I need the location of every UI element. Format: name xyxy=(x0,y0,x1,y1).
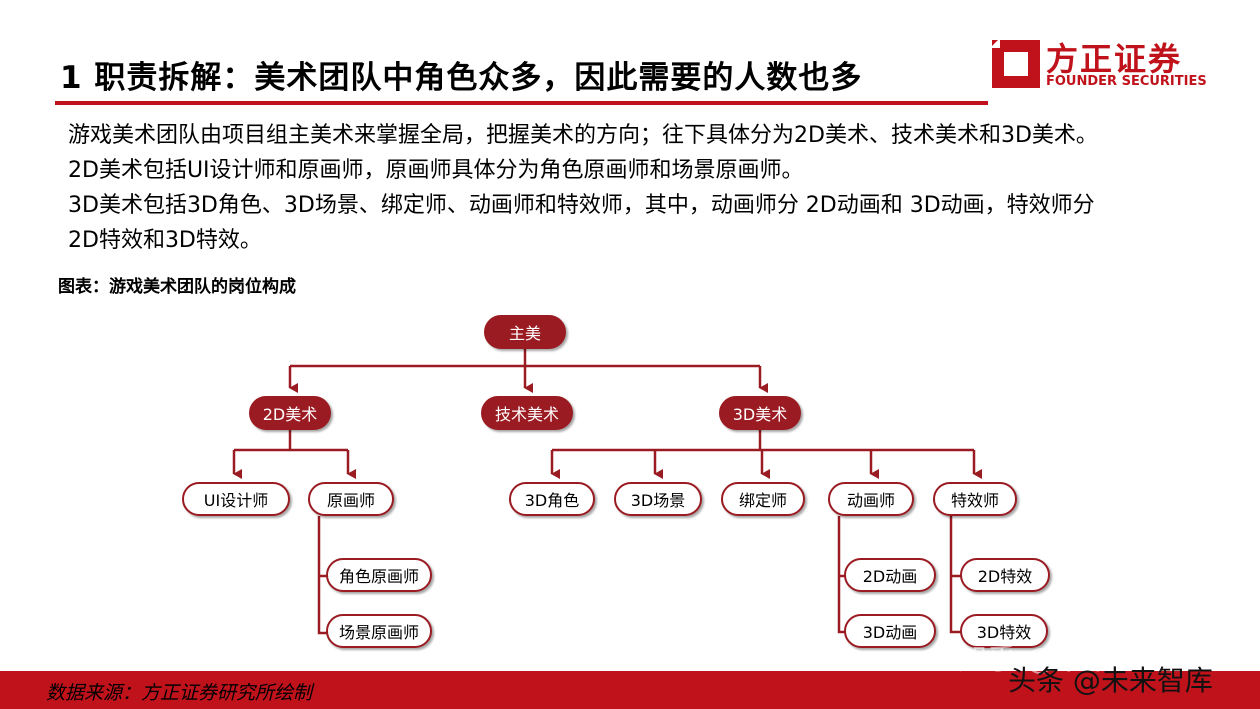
node-3d-scene: 3D场景 xyxy=(614,482,702,516)
node-vfx-artist: 特效师 xyxy=(933,482,1017,516)
logo-text-cn: 方正证券 xyxy=(1046,40,1183,78)
node-character-concept: 角色原画师 xyxy=(326,558,432,592)
footer-bar xyxy=(0,671,1260,709)
body-paragraph: 游戏美术团队由项目组主美术来掌握全局，把握美术的方向；往下具体分为2D美术、技术… xyxy=(68,118,1228,258)
node-rigger: 绑定师 xyxy=(721,482,805,516)
body-line: 2D美术包括UI设计师和原画师，原画师具体分为角色原画师和场景原画师。 xyxy=(68,158,804,183)
page-title: 1 职责拆解：美术团队中角色众多，因此需要的人数也多 xyxy=(60,60,863,96)
node-2d-vfx: 2D特效 xyxy=(960,558,1050,592)
logo-text-en: FOUNDER SECURITIES xyxy=(1046,74,1207,89)
node-concept-artist: 原画师 xyxy=(308,482,394,516)
body-line: 3D美术包括3D角色、3D场景、绑定师、动画师和特效师，其中，动画师分 2D动画… xyxy=(68,193,1095,218)
watermark-toutiao: 头条 @未来智库 xyxy=(1008,664,1213,697)
node-tech-art: 技术美术 xyxy=(481,396,573,430)
figure-caption: 图表：游戏美术团队的岗位构成 xyxy=(58,277,296,297)
title-underline xyxy=(55,101,988,105)
node-3d-art: 3D美术 xyxy=(719,396,801,430)
node-scene-concept: 场景原画师 xyxy=(326,614,432,648)
node-lead-artist: 主美 xyxy=(484,315,566,349)
node-2d-art: 2D美术 xyxy=(249,396,331,430)
body-line: 游戏美术团队由项目组主美术来掌握全局，把握美术的方向；往下具体分为2D美术、技术… xyxy=(68,123,1098,148)
node-3d-character: 3D角色 xyxy=(509,482,595,516)
watermark-zhihu: 知乎 @未来智库 xyxy=(958,642,1171,676)
node-2d-animation: 2D动画 xyxy=(844,558,936,592)
node-animator: 动画师 xyxy=(828,482,914,516)
node-3d-vfx: 3D特效 xyxy=(960,614,1048,648)
founder-logo-icon xyxy=(992,40,1040,88)
node-3d-animation: 3D动画 xyxy=(844,614,936,648)
node-ui-designer: UI设计师 xyxy=(182,482,290,516)
data-source: 数据来源：方正证券研究所绘制 xyxy=(46,682,313,704)
body-line: 2D特效和3D特效。 xyxy=(68,228,262,253)
company-logo: 方正证券 FOUNDER SECURITIES xyxy=(990,34,1207,94)
